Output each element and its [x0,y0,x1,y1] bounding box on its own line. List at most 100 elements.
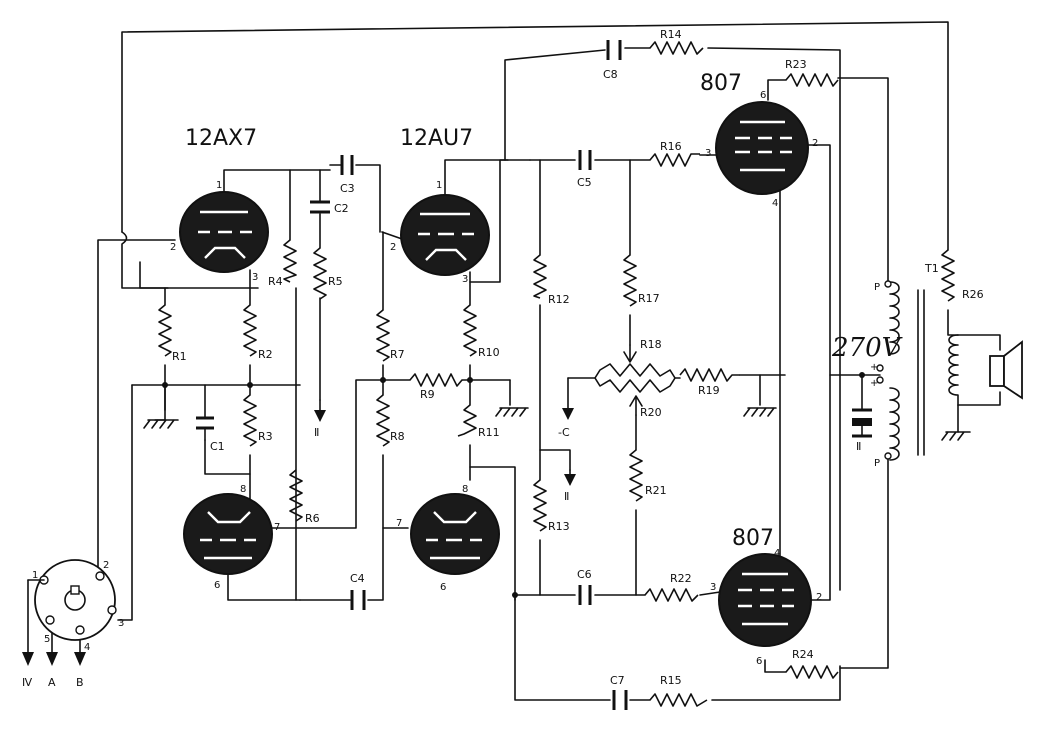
label-c5: C5 [577,176,592,189]
conn-out-b: B [76,676,84,689]
r13 [533,479,547,532]
speaker-icon [989,340,1023,400]
xfmr-pin-p2: P [874,458,880,469]
transformer [876,280,959,461]
v2-pin-2: 2 [390,242,396,253]
junctions [162,372,865,598]
label-r1: R1 [172,350,187,363]
v1-pin-6: 6 [214,580,220,591]
r6 [289,469,303,522]
v2-pin-7: 7 [396,518,402,529]
conn-pin-1: 1 [32,570,38,581]
tube-label-v1: 12AX7 [185,126,257,151]
xfmr-pin-plus1: + [870,362,878,373]
label-r9: R9 [420,388,435,401]
tube-12au7-a [400,194,490,276]
v3-pin-2: 2 [812,138,818,149]
r10 [463,304,477,357]
label-supply-c: Ⅱ [856,440,861,453]
v2-pin-8: 8 [462,484,468,495]
v1-pin-8: 8 [240,484,246,495]
c3 [329,155,354,175]
tube-label-v4: 807 [732,526,774,551]
v4-pin-3: 3 [710,582,716,593]
c2 [310,200,330,214]
xfmr-pin-p1: P [874,282,880,293]
c4 [350,590,366,610]
label-r21: R21 [645,484,667,497]
label-r20: R20 [640,406,662,419]
v3-pin-6: 6 [760,90,766,101]
v3-pin-3: 3 [705,148,711,159]
tubes [179,101,812,647]
c7 [612,690,628,710]
label-r3: R3 [258,430,273,443]
r24 [785,665,839,679]
tube-12ax7-a [179,191,269,273]
r19 [679,368,740,382]
conn-out-a: A [48,676,56,689]
label-t1: T1 [924,262,939,275]
label-c4: C4 [350,572,365,585]
labels: 12AX7 12AU7 807 807 R1 R2 R3 R4 R5 R6 R7… [22,28,984,689]
label-r13: R13 [548,520,570,533]
label-c2: C2 [334,202,349,215]
v2-pin-6: 6 [440,582,446,593]
v4-pin-6: 6 [756,656,762,667]
label-r23: R23 [785,58,807,71]
label-c1: C1 [210,440,225,453]
conn-out-iv: Ⅳ [22,676,33,689]
handwritten-voltage: 270V [831,333,903,363]
tube-12ax7-b [183,493,273,575]
v4-pin-2: 2 [816,592,822,603]
label-r24: R24 [792,648,814,661]
label-r18: R18 [640,338,662,351]
tube-label-v3: 807 [700,71,742,96]
label-supply-a: Ⅱ [314,426,319,439]
r7 [376,309,390,362]
v1-pin-7: 7 [274,522,280,533]
tube-12au7-b [410,493,500,575]
r5 [313,247,327,300]
r3 [243,394,257,447]
c8 [606,40,622,60]
tube-socket-connector [27,559,117,641]
ground-icon [143,407,971,441]
v3-pin-4: 4 [772,198,778,209]
label-r17: R17 [638,292,660,305]
label-r16: R16 [660,140,682,153]
label-c3: C3 [340,182,355,195]
label-r7: R7 [390,348,405,361]
label-r11: R11 [478,426,500,439]
label-r12: R12 [548,293,570,306]
v4-pin-4: 4 [774,548,780,559]
r17 [623,254,637,307]
v1-pin-2: 2 [170,242,176,253]
xfmr-pin-plus2: + [870,378,878,389]
label-r6: R6 [305,512,320,525]
r14 [649,41,704,55]
label-r22: R22 [670,572,692,585]
wiring [97,21,1001,701]
v2-pin-3: 3 [462,274,468,285]
conn-pin-5: 5 [44,634,50,645]
label-r2: R2 [258,348,273,361]
r11 [457,404,477,437]
r26 [941,249,955,302]
r9 [409,373,463,387]
potentiometer-wipers [623,344,643,416]
label-c6: C6 [577,568,592,581]
c-supply [852,408,872,438]
r8 [376,394,390,447]
r15 [649,693,708,707]
conn-pin-4: 4 [84,642,90,653]
label-r15: R15 [660,674,682,687]
label-neg-c: -C [558,426,570,439]
tube-807-b [718,553,812,647]
r2 [243,304,257,357]
r21 [629,449,643,502]
conn-pin-3: 3 [118,618,124,629]
label-r4: R4 [268,275,283,288]
label-c7: C7 [610,674,625,687]
